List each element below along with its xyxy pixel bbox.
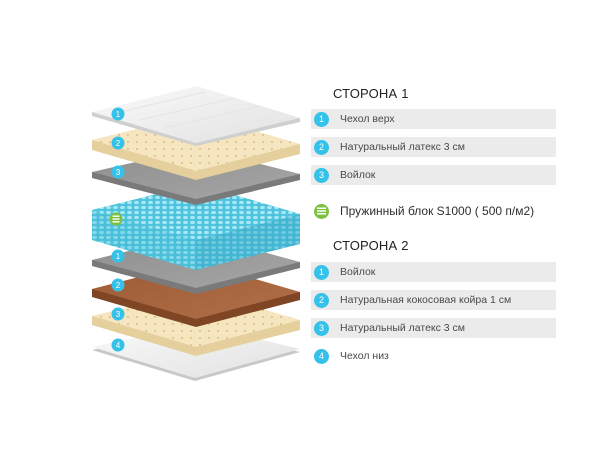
svg-text:2: 2 — [116, 139, 121, 148]
legend-badge: 3 — [314, 320, 329, 336]
legend-label: Чехол верх — [340, 113, 395, 125]
spring-block-icon — [314, 203, 329, 219]
stack-badge-latex-top: 2 — [111, 136, 125, 150]
legend-row-latex-bottom: 3 Натуральный латекс 3 см — [311, 318, 556, 338]
legend-badge: 2 — [314, 139, 329, 155]
legend-badge: 3 — [314, 167, 329, 183]
legend-row-felt-bottom: 1 Войлок — [311, 262, 556, 282]
stack-badge-coir: 2 — [111, 278, 125, 292]
stack-badge-cover-top: 1 — [111, 107, 125, 121]
stack-badge-felt-bottom: 1 — [111, 249, 125, 263]
stack-badge-latex-bottom: 3 — [111, 307, 125, 321]
spring-block-label: Пружинный блок S1000 ( 500 п/м2) — [340, 204, 535, 218]
side1-title: СТОРОНА 1 — [333, 86, 409, 101]
svg-text:3: 3 — [116, 168, 121, 177]
stack-badge-felt-top: 3 — [111, 165, 125, 179]
svg-text:1: 1 — [116, 252, 121, 261]
layer-cover-top — [92, 86, 300, 146]
legend-badge: 1 — [314, 111, 329, 127]
legend-label: Чехол низ — [340, 350, 389, 362]
svg-text:4: 4 — [116, 341, 121, 350]
legend-label: Войлок — [340, 266, 376, 278]
legend-row-spring-block: Пружинный блок S1000 ( 500 п/м2) — [311, 201, 556, 221]
legend-row-felt-top: 3 Войлок — [311, 165, 556, 185]
layer-spring-block — [92, 184, 300, 270]
legend-row-coir: 2 Натуральная кокосовая койра 1 см — [311, 290, 556, 310]
legend-row-cover-bottom: 4 Чехол низ — [311, 346, 556, 366]
svg-text:2: 2 — [116, 281, 121, 290]
svg-text:3: 3 — [116, 310, 121, 319]
legend-label: Натуральная кокосовая койра 1 см — [340, 294, 512, 306]
mattress-layer-stack: 1 2 3 1 2 3 4 — [92, 86, 300, 381]
legend-row-latex-top: 2 Натуральный латекс 3 см — [311, 137, 556, 157]
legend-row-cover-top: 1 Чехол верх — [311, 109, 556, 129]
side2-title: СТОРОНА 2 — [333, 238, 409, 253]
legend-label: Войлок — [340, 169, 376, 181]
legend-badge: 4 — [314, 348, 329, 364]
legend-badge: 2 — [314, 292, 329, 308]
stack-badge-spring — [109, 212, 123, 226]
legend-label: Натуральный латекс 3 см — [340, 141, 466, 153]
legend-badge: 1 — [314, 264, 329, 280]
svg-text:1: 1 — [116, 110, 121, 119]
legend-label: Натуральный латекс 3 см — [340, 322, 466, 334]
stack-badge-cover-bottom: 4 — [111, 338, 125, 352]
